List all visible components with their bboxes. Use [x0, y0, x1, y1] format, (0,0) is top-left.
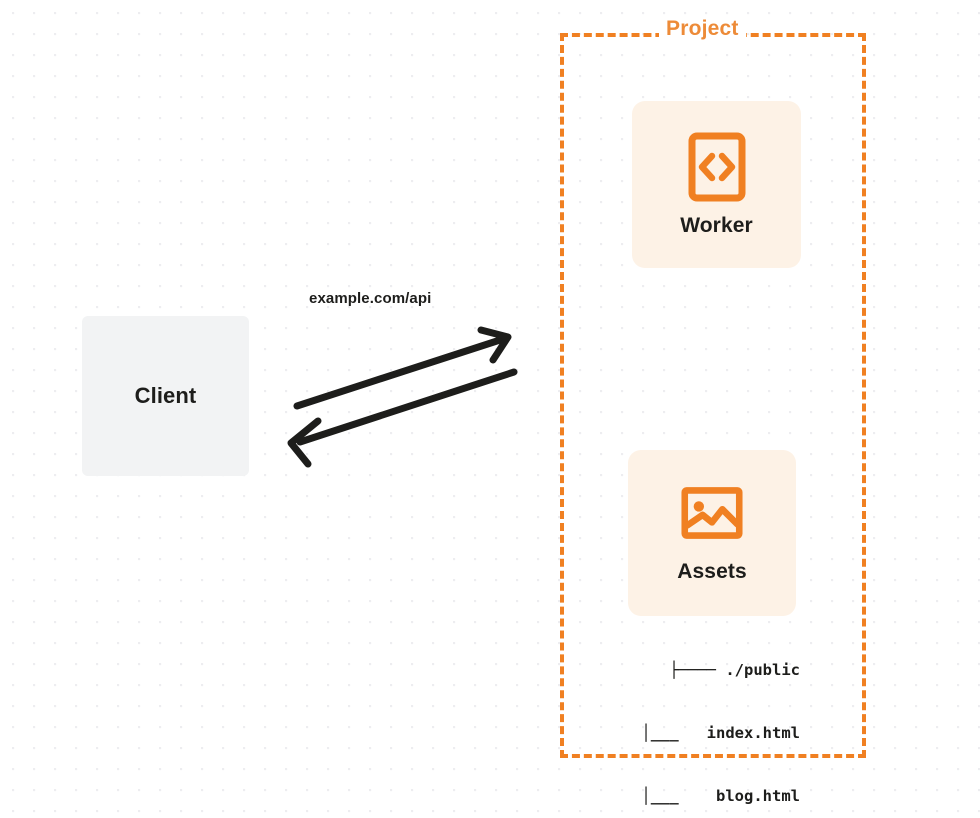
worker-card[interactable]: Worker: [632, 101, 801, 268]
image-icon: [681, 482, 743, 544]
client-node[interactable]: Client: [82, 316, 249, 476]
edge-label: example.com/api: [309, 290, 432, 307]
assets-file-tree: ├──── ./public │___ index.html │___ blog…: [560, 618, 805, 818]
assets-card-label: Assets: [677, 560, 747, 583]
project-title: Project: [659, 17, 746, 41]
worker-card-label: Worker: [680, 213, 753, 237]
assets-card[interactable]: Assets: [628, 450, 796, 616]
request-arrow: [293, 326, 512, 410]
file-tree-line: │___ index.html: [641, 724, 800, 742]
client-node-label: Client: [134, 383, 197, 408]
response-arrow: [287, 368, 518, 468]
code-brackets-icon: [686, 132, 748, 202]
file-tree-line: ├──── ./public: [669, 661, 800, 679]
file-tree-line: │___ blog.html: [641, 787, 800, 805]
